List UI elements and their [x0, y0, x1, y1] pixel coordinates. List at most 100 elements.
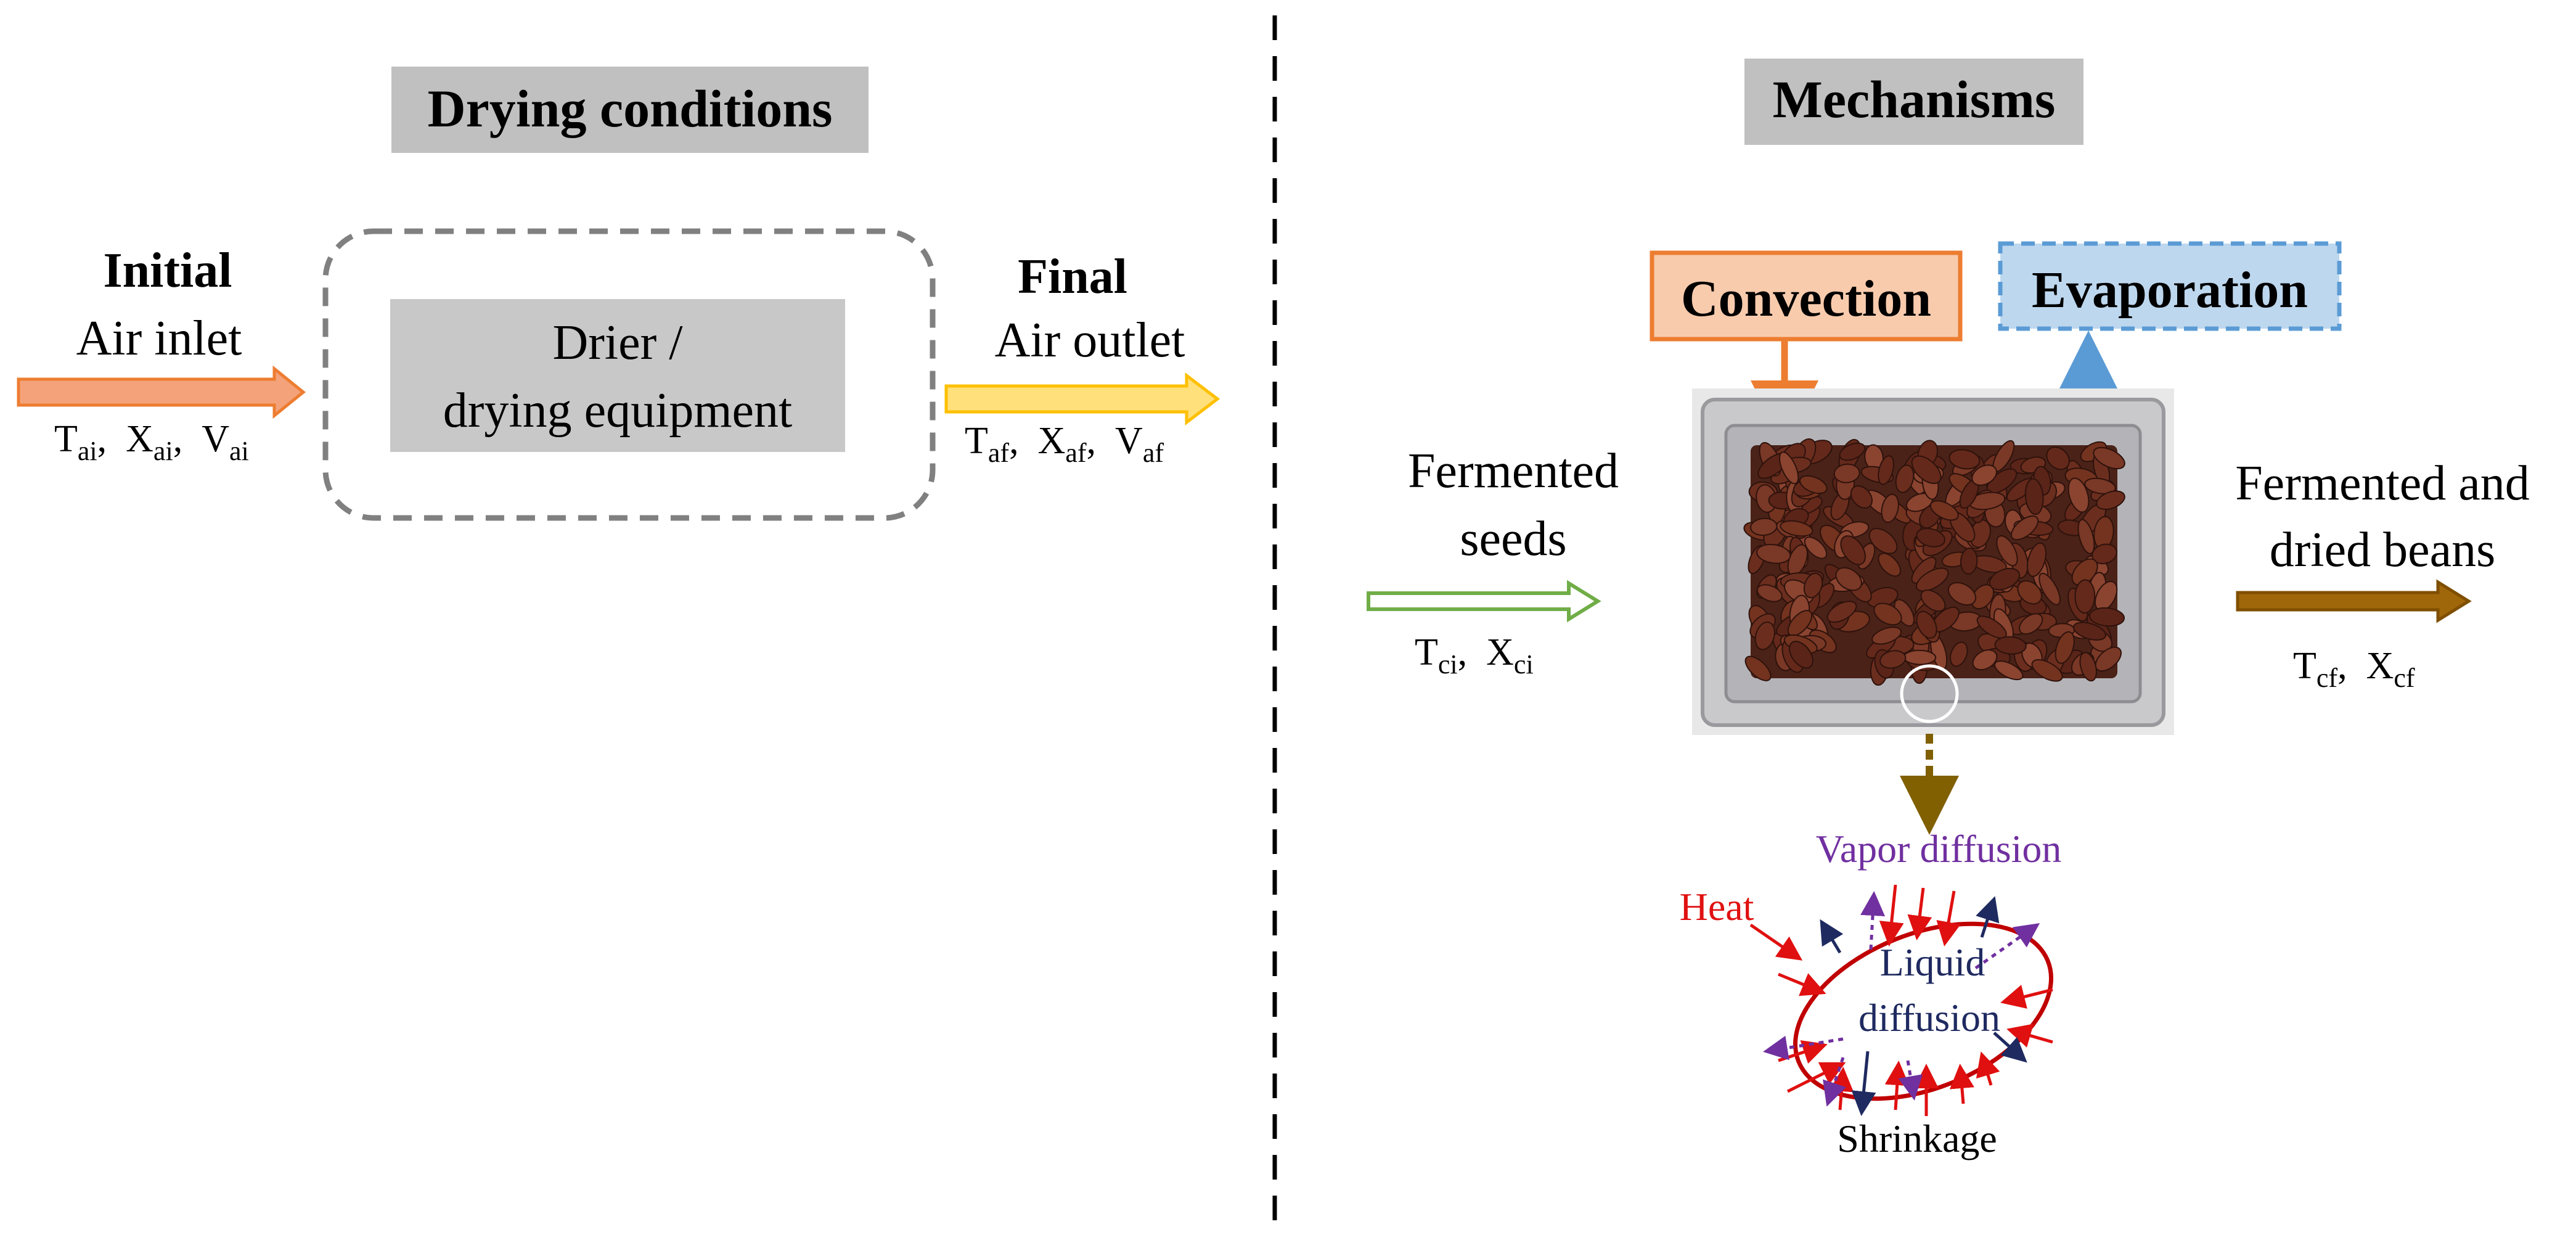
cocoa-bean	[2046, 446, 2070, 470]
variable-separator: ,	[1009, 420, 1038, 462]
variable-separator: ,	[173, 418, 202, 460]
cocoa-bean	[2024, 478, 2044, 515]
variable-subscript: ai	[229, 436, 249, 466]
cocoa-bean	[1839, 442, 1866, 461]
liquid-diffusion-line1: Liquid	[1880, 940, 1985, 984]
shrinkage-label: Shrinkage	[1837, 1117, 1997, 1160]
heat-flux-arrow	[1879, 884, 1904, 946]
magnify-circle	[1900, 664, 1959, 723]
cocoa-bean	[1787, 610, 1813, 637]
variable-separator	[249, 418, 259, 460]
cocoa-bean	[1916, 567, 1949, 592]
fermented-seeds-line1: Fermented	[1408, 444, 1619, 498]
cocoa-bean	[2071, 558, 2098, 586]
heat-flux-arrow	[1907, 887, 1932, 940]
cocoa-bean	[1879, 650, 1907, 669]
cocoa-bean	[1833, 463, 1860, 483]
vapor-flux-arrow	[1823, 1057, 1847, 1107]
heat-flux-arrow	[1949, 1064, 1974, 1104]
air-outlet-label: Air outlet	[995, 313, 1185, 367]
air-inlet-label: Air inlet	[76, 311, 242, 366]
air-outlet-arrow	[944, 372, 1221, 426]
variable-separator: ,	[2337, 645, 2366, 687]
variable-subscript: cf	[2394, 663, 2415, 693]
cocoa-bean	[1756, 584, 1783, 602]
cocoa-tray-photo	[1692, 388, 2174, 735]
final-label: Final	[1018, 250, 1127, 304]
evaporation-box	[1998, 241, 2342, 331]
cocoa-bean	[1972, 649, 1998, 671]
cocoa-bean	[1756, 544, 1791, 564]
evaporation-label: Evaporation	[2032, 261, 2308, 319]
cocoa-bean	[1804, 536, 1828, 559]
variable-separator: ,	[1458, 631, 1487, 673]
heat-flux-arrow	[2006, 1024, 2053, 1048]
cocoa-bean	[1878, 455, 1894, 485]
cocoa-bean	[2093, 446, 2125, 470]
initial-label: Initial	[104, 244, 232, 298]
heat-flux-arrow	[1936, 890, 1961, 946]
cocoa-bean	[1835, 567, 1862, 591]
liquid-flux-arrow	[1820, 919, 1844, 954]
variable-symbol: X	[1486, 631, 1514, 673]
cocoa-bean	[1881, 493, 1899, 524]
dried-beans-line2: dried beans	[2270, 523, 2496, 577]
flux-arrows	[1749, 884, 2053, 1116]
vapor-flux-arrow	[1860, 891, 1886, 950]
cocoa-bean	[2026, 542, 2047, 577]
variable-subscript: af	[1143, 438, 1164, 468]
cocoa-bean	[1971, 464, 1997, 486]
cocoa-bean	[2096, 490, 2125, 510]
cocoa-bean	[2072, 622, 2107, 641]
variable-separator	[2415, 645, 2425, 687]
cocoa-bean	[1780, 520, 1813, 537]
cocoa-bean	[1920, 589, 1946, 612]
cocoa-bean	[1878, 552, 1901, 577]
drier-label-line2: drying equipment	[443, 384, 793, 438]
drying-conditions-title-box	[391, 67, 869, 153]
cocoa-bean	[1994, 636, 2027, 655]
vapor-flux-arrow	[1974, 923, 2040, 970]
drying-conditions-title: Drying conditions	[427, 79, 832, 138]
variable-separator	[1164, 420, 1174, 462]
variable-symbol: T	[1415, 631, 1438, 673]
variable-subscript: ai	[153, 436, 173, 466]
cocoa-bean	[1850, 485, 1873, 509]
liquid-flux-arrow	[1851, 1051, 1876, 1116]
variable-subscript: cf	[2316, 663, 2338, 693]
cocoa-bean	[2055, 631, 2075, 664]
cocoa-bean	[1916, 527, 1945, 548]
liquid-diffusion-line2: diffusion	[1858, 996, 2000, 1040]
cocoa-bean	[1911, 455, 1942, 484]
cocoa-bean	[1996, 535, 2018, 567]
variable-symbol: X	[1038, 420, 1066, 462]
heat-flux-arrow	[1749, 923, 1803, 961]
cocoa-bean	[1947, 581, 1977, 606]
variable-symbol: V	[1115, 420, 1143, 462]
vapor-diffusion-label: Vapor diffusion	[1816, 827, 2062, 871]
seeds-input-variables: Tci, Xci	[1415, 631, 1543, 680]
variable-subscript: ci	[1438, 649, 1458, 680]
variable-symbol: T	[54, 418, 78, 460]
cocoa-bean	[1750, 517, 1778, 536]
variable-symbol: T	[965, 420, 988, 462]
cocoa-bean	[1803, 572, 1823, 599]
drier-boundary	[322, 228, 936, 521]
vapor-flux-arrow	[1763, 1035, 1844, 1061]
cocoa-bean	[2038, 572, 2061, 606]
cocoa-bean	[1754, 621, 1775, 651]
drier-label-line1: Drier /	[552, 316, 683, 370]
heat-flux-arrow	[2000, 985, 2053, 1009]
seeds-input-arrow	[1367, 580, 1601, 623]
variable-symbol: X	[2366, 645, 2394, 687]
variable-subscript: af	[988, 438, 1010, 468]
cocoa-bean	[1871, 626, 1902, 645]
convection-box	[1650, 250, 1963, 342]
cocoa-bean	[2067, 477, 2090, 513]
cocoa-bean	[1903, 649, 1937, 665]
variable-separator	[1534, 631, 1544, 673]
vapor-flux-arrow	[1898, 1060, 1923, 1101]
variable-separator: ,	[97, 418, 126, 460]
cocoa-bean	[1826, 601, 1857, 623]
